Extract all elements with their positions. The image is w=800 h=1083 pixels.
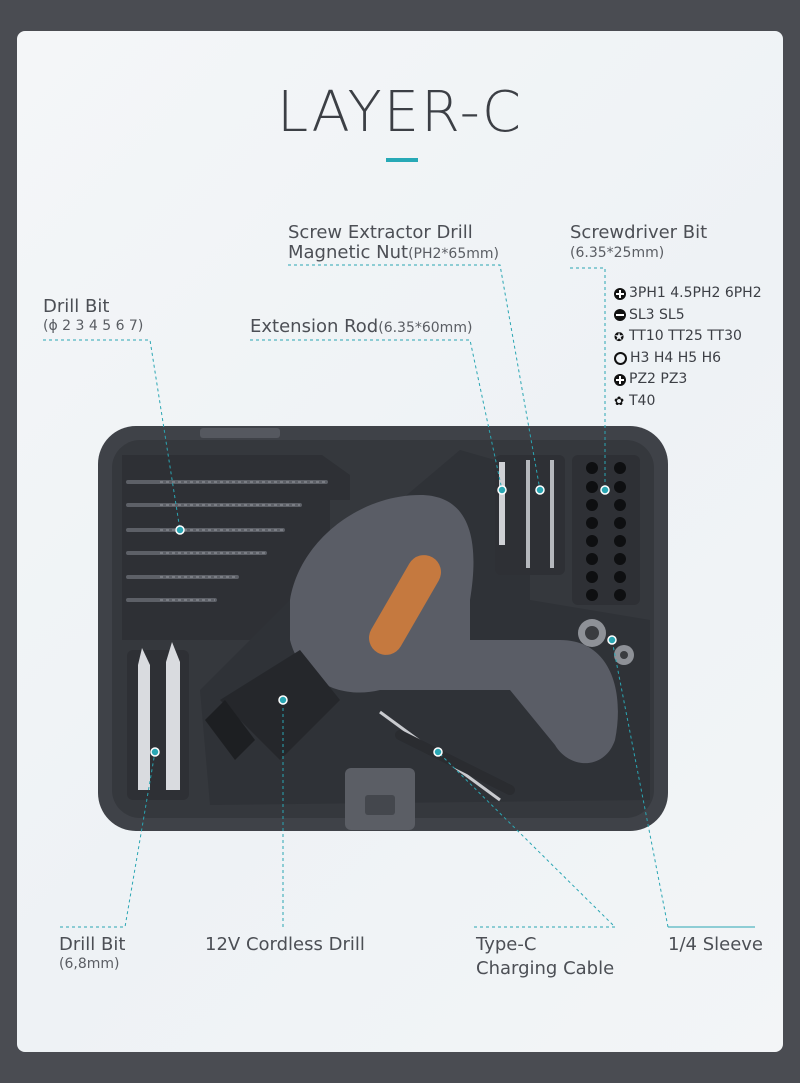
magnetic-nut-spec: (PH2*65mm) — [408, 246, 499, 262]
pozidriv-icon — [614, 373, 626, 386]
cordless-drill-label: 12V Cordless Drill — [205, 934, 365, 955]
extension-rod-label: Extension Rod(6.35*60mm) — [250, 316, 472, 339]
magnetic-nut-name: Magnetic Nut — [288, 242, 409, 263]
screw-extractor-label: Screw Extractor Drill — [288, 222, 473, 243]
bit-type-row: PZ2 PZ3 — [614, 369, 762, 391]
type-c-label: Type-C — [476, 934, 537, 955]
bit-type-text: PZ2 PZ3 — [629, 371, 688, 387]
bit-type-row: ✪ TT10 TT25 TT30 — [614, 326, 762, 348]
drill-bit-bottom-spec: (6,8mm) — [59, 956, 120, 972]
hex-icon — [614, 351, 627, 365]
sleeve-label: 1/4 Sleeve — [668, 934, 763, 955]
bit-type-row: 3PH1 4.5PH2 6PH2 — [614, 283, 762, 305]
drill-bit-top-label: Drill Bit — [43, 296, 110, 317]
slotted-icon — [614, 309, 626, 322]
bit-type-row: ✿ T40 — [614, 391, 762, 413]
title-accent-bar — [386, 158, 418, 162]
extension-rod-spec: (6.35*60mm) — [378, 320, 473, 336]
bit-type-list: 3PH1 4.5PH2 6PH2 SL3 SL5 ✪ TT10 TT25 TT30… — [614, 283, 762, 412]
bit-type-text: TT10 TT25 TT30 — [629, 328, 742, 344]
torx-icon: ✿ — [614, 394, 625, 409]
bit-type-row: H3 H4 H5 H6 — [614, 348, 762, 370]
magnetic-nut-label: Magnetic Nut(PH2*65mm) — [288, 242, 499, 265]
bit-type-text: 3PH1 4.5PH2 6PH2 — [629, 285, 762, 301]
bit-type-text: T40 — [629, 392, 656, 409]
extension-rod-name: Extension Rod — [250, 316, 379, 337]
drill-bit-bottom-label: Drill Bit — [59, 934, 126, 955]
phillips-icon — [614, 287, 626, 300]
torx-tamper-icon: ✪ — [614, 329, 625, 344]
bit-type-text: H3 H4 H5 H6 — [630, 349, 722, 366]
drill-bit-top-spec: (ϕ 2 3 4 5 6 7) — [43, 318, 144, 334]
screwdriver-bit-spec: (6.35*25mm) — [570, 245, 665, 261]
bit-type-row: SL3 SL5 — [614, 305, 762, 327]
bit-type-text: SL3 SL5 — [629, 306, 685, 323]
page-title: LAYER-C — [277, 80, 523, 145]
charging-cable-label: Charging Cable — [476, 958, 615, 979]
screwdriver-bit-label: Screwdriver Bit — [570, 222, 708, 243]
